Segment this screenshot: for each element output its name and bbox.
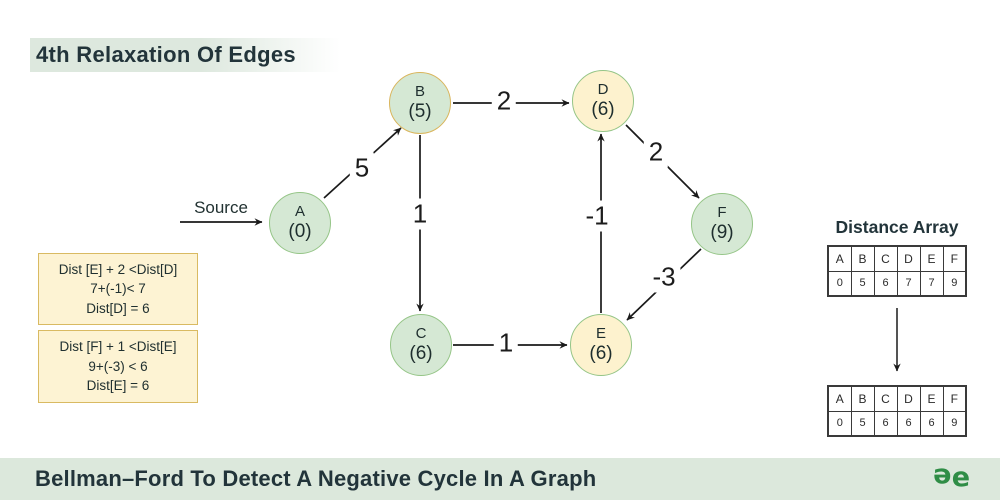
- node-d-distance: (6): [591, 98, 615, 120]
- weight-f-e: -3: [647, 261, 681, 293]
- node-d-label: D: [597, 80, 609, 98]
- array-value-cell: 6: [896, 410, 921, 437]
- node-a-distance: (0): [288, 220, 312, 242]
- array-value-cell: 9: [942, 270, 967, 297]
- weight-e-d: -1: [580, 200, 614, 232]
- footer-title: Bellman–Ford To Detect A Negative Cycle …: [35, 466, 597, 491]
- array-value-cell: 7: [896, 270, 921, 297]
- footer-bar: Bellman–Ford To Detect A Negative Cycle …: [0, 458, 1000, 500]
- array-value-cell: 6: [919, 410, 944, 437]
- array-header-cell: D: [896, 245, 921, 272]
- array-header-cell: C: [873, 385, 898, 412]
- distance-array-after: A B C D E F 0 5 6 6 6 9: [827, 385, 967, 437]
- array-header-cell: F: [942, 385, 967, 412]
- array-value-cell: 0: [827, 410, 852, 437]
- node-e-label: E: [595, 324, 606, 342]
- weight-b-d: 2: [491, 85, 517, 117]
- weight-c-e: 1: [493, 327, 519, 359]
- node-c-label: C: [415, 324, 427, 342]
- weight-a-b: 5: [349, 152, 375, 184]
- array-header-cell: D: [896, 385, 921, 412]
- array-value-cell: 0: [827, 270, 852, 297]
- calc-line: 9+(-3) < 6: [88, 358, 148, 374]
- distance-array-title: Distance Array: [835, 217, 959, 237]
- array-value-cell: 9: [942, 410, 967, 437]
- array-header-cell: B: [850, 245, 875, 272]
- table-row: 0 5 6 6 6 9: [827, 410, 967, 437]
- node-c-distance: (6): [409, 342, 433, 364]
- geeksforgeeks-logo-icon: ee: [936, 462, 970, 493]
- node-f-distance: (9): [710, 221, 734, 243]
- source-label: Source: [194, 198, 248, 217]
- node-b-distance: (5): [408, 100, 432, 122]
- weight-b-c: 1: [407, 198, 433, 230]
- table-row: 0 5 6 7 7 9: [827, 270, 967, 297]
- calc-line: Dist [E] + 2 <Dist[D]: [58, 261, 178, 277]
- array-value-cell: 6: [873, 410, 898, 437]
- node-a: A (0): [269, 192, 331, 254]
- page-title: 4th Relaxation Of Edges: [30, 38, 340, 72]
- calc-line: Dist [F] + 1 <Dist[E]: [59, 339, 177, 355]
- relaxation-box-d: Dist [E] + 2 <Dist[D] 7+(-1)< 7 Dist[D] …: [38, 253, 198, 325]
- weight-d-f: 2: [643, 136, 669, 168]
- array-value-cell: 6: [873, 270, 898, 297]
- array-header-cell: E: [919, 245, 944, 272]
- node-f-label: F: [717, 203, 727, 221]
- array-value-cell: 5: [850, 270, 875, 297]
- array-header-cell: E: [919, 385, 944, 412]
- table-row: A B C D E F: [827, 245, 967, 272]
- array-header-cell: A: [827, 245, 852, 272]
- node-b-label: B: [414, 82, 425, 100]
- calc-line: Dist[E] = 6: [86, 378, 150, 394]
- array-value-cell: 5: [850, 410, 875, 437]
- node-e-distance: (6): [589, 342, 613, 364]
- array-value-cell: 7: [919, 270, 944, 297]
- relaxation-box-e: Dist [F] + 1 <Dist[E] 9+(-3) < 6 Dist[E]…: [38, 330, 198, 403]
- array-header-cell: C: [873, 245, 898, 272]
- array-header-cell: B: [850, 385, 875, 412]
- node-b: B (5): [389, 72, 451, 134]
- distance-array-before: A B C D E F 0 5 6 7 7 9: [827, 245, 967, 297]
- node-d: D (6): [572, 70, 634, 132]
- array-header-cell: A: [827, 385, 852, 412]
- node-c: C (6): [390, 314, 452, 376]
- node-e: E (6): [570, 314, 632, 376]
- calc-line: Dist[D] = 6: [86, 300, 150, 316]
- node-a-label: A: [294, 202, 305, 220]
- array-header-cell: F: [942, 245, 967, 272]
- calc-line: 7+(-1)< 7: [90, 281, 146, 297]
- node-f: F (9): [691, 193, 753, 255]
- table-row: A B C D E F: [827, 385, 967, 412]
